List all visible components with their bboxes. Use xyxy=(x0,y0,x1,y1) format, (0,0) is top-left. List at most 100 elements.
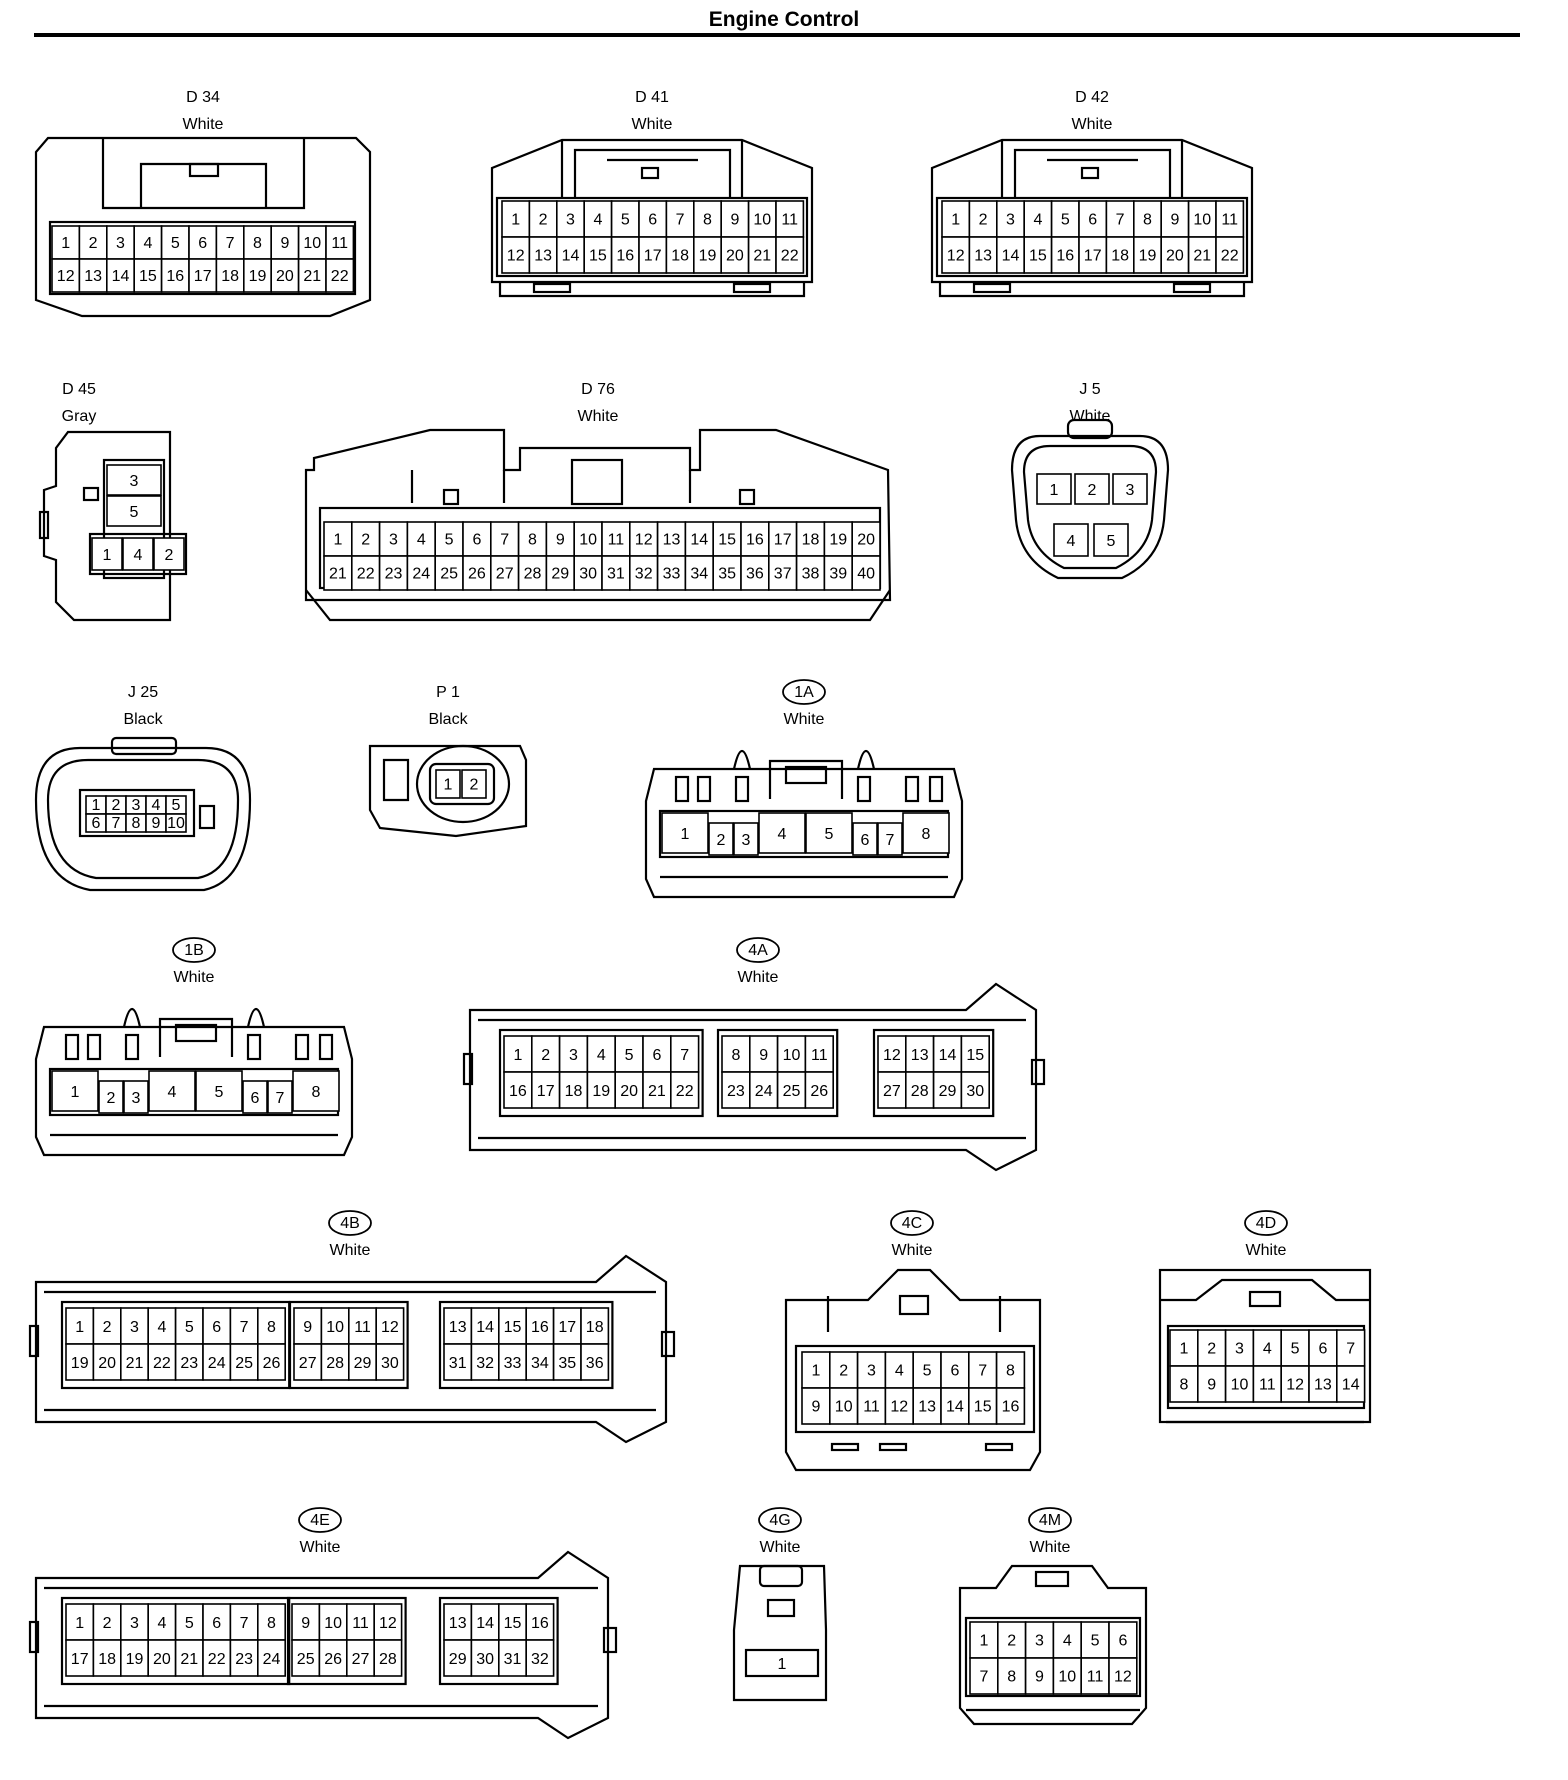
pin-1: 1 xyxy=(778,1656,787,1673)
pin-frame xyxy=(48,220,357,296)
rib xyxy=(318,1033,334,1061)
pin-cell xyxy=(92,1343,122,1381)
pin-15: 15 xyxy=(974,1398,992,1415)
pin-30: 30 xyxy=(381,1355,399,1372)
side-tab xyxy=(38,510,50,540)
pin-4: 4 xyxy=(1033,211,1042,228)
pin-cell xyxy=(877,822,903,856)
pin-3: 3 xyxy=(1126,482,1135,499)
pin-cell xyxy=(153,537,185,571)
pin-cell xyxy=(940,1351,970,1389)
pin-11: 11 xyxy=(352,1615,369,1632)
pin-cell xyxy=(1215,200,1245,238)
pin-12: 12 xyxy=(381,1319,399,1336)
pin-25: 25 xyxy=(783,1083,801,1100)
connector-color: Gray xyxy=(62,408,97,425)
housing-outline xyxy=(44,1586,598,1708)
pin-cell xyxy=(174,1307,204,1345)
latch-tab xyxy=(1248,1290,1282,1308)
pin-cell xyxy=(497,1603,527,1641)
pin-cell xyxy=(530,1071,561,1109)
pin-cell xyxy=(270,258,300,293)
housing-outline xyxy=(246,1007,266,1028)
latch-tab xyxy=(1034,1570,1070,1588)
pin-8: 8 xyxy=(922,826,931,843)
connector-id-oval xyxy=(782,679,826,705)
pin-cell xyxy=(1215,236,1245,274)
housing-outline xyxy=(34,746,252,892)
pin-4: 4 xyxy=(157,1319,166,1336)
pin-cell xyxy=(470,1343,500,1381)
pin-cell xyxy=(267,1080,293,1114)
connector-color: White xyxy=(892,1242,933,1259)
pin-cell xyxy=(733,822,759,856)
pin-10: 10 xyxy=(783,1047,801,1064)
pin-19: 19 xyxy=(71,1355,89,1372)
pin-cell xyxy=(120,1639,150,1677)
pin-frame xyxy=(78,788,196,838)
pin-1: 1 xyxy=(1179,1340,1188,1357)
pin-26: 26 xyxy=(263,1355,281,1372)
pin-18: 18 xyxy=(586,1319,604,1336)
connector-id: D 76 xyxy=(581,381,615,398)
pin-9: 9 xyxy=(152,815,161,832)
pin-cell xyxy=(434,521,464,557)
pin-cell xyxy=(656,555,687,591)
pin-cell xyxy=(503,1035,533,1073)
pin-cell xyxy=(503,1071,533,1109)
pin-cell xyxy=(174,1603,204,1641)
pin-36: 36 xyxy=(586,1355,604,1372)
pin-cell xyxy=(720,236,750,274)
pin-frame xyxy=(495,196,809,278)
pin-8: 8 xyxy=(703,211,712,228)
pin-5: 5 xyxy=(923,1362,932,1379)
pin-31: 31 xyxy=(607,565,625,582)
connector-color: White xyxy=(300,1539,341,1556)
pin-3: 3 xyxy=(130,1319,139,1336)
housing-outline xyxy=(122,1007,142,1028)
housing-outline xyxy=(1022,444,1158,570)
pin-12: 12 xyxy=(507,247,525,264)
housing-outline xyxy=(560,140,744,198)
pin-2: 2 xyxy=(717,832,726,849)
pin-24: 24 xyxy=(412,565,430,582)
pin-22: 22 xyxy=(153,1355,171,1372)
pin-cell xyxy=(347,1307,377,1345)
pin-15: 15 xyxy=(504,1319,522,1336)
pin-cell xyxy=(525,1639,555,1677)
pin-8: 8 xyxy=(731,1047,740,1064)
connector-color: White xyxy=(330,1242,371,1259)
housing-outline xyxy=(46,758,240,880)
pin-34: 34 xyxy=(690,565,708,582)
pin-cell xyxy=(1112,473,1148,505)
pin-13: 13 xyxy=(1314,1376,1332,1393)
pin-15: 15 xyxy=(589,247,607,264)
pin-cell xyxy=(610,236,640,274)
pin-12: 12 xyxy=(890,1398,908,1415)
connector-id: 4C xyxy=(902,1215,922,1232)
pin-cell xyxy=(243,258,273,293)
pin-37: 37 xyxy=(774,565,792,582)
pin-cell xyxy=(580,1343,610,1381)
pin-7: 7 xyxy=(676,211,685,228)
pin-7: 7 xyxy=(240,1615,249,1632)
side-tab xyxy=(660,1330,676,1358)
pin-cell xyxy=(877,1071,907,1109)
pin-30: 30 xyxy=(476,1651,494,1668)
pin-frame xyxy=(964,1616,1142,1698)
connector-id: D 34 xyxy=(186,89,220,106)
pin-cell xyxy=(160,258,190,293)
pin-20: 20 xyxy=(276,268,294,285)
pin-10: 10 xyxy=(579,531,597,548)
pin-11: 11 xyxy=(608,531,625,548)
pin-1: 1 xyxy=(92,797,101,814)
pin-cell xyxy=(517,555,548,591)
pin-4: 4 xyxy=(597,1047,606,1064)
pin-cell xyxy=(106,464,162,496)
pin-cell xyxy=(373,1639,403,1677)
pin-10: 10 xyxy=(1058,1668,1076,1685)
